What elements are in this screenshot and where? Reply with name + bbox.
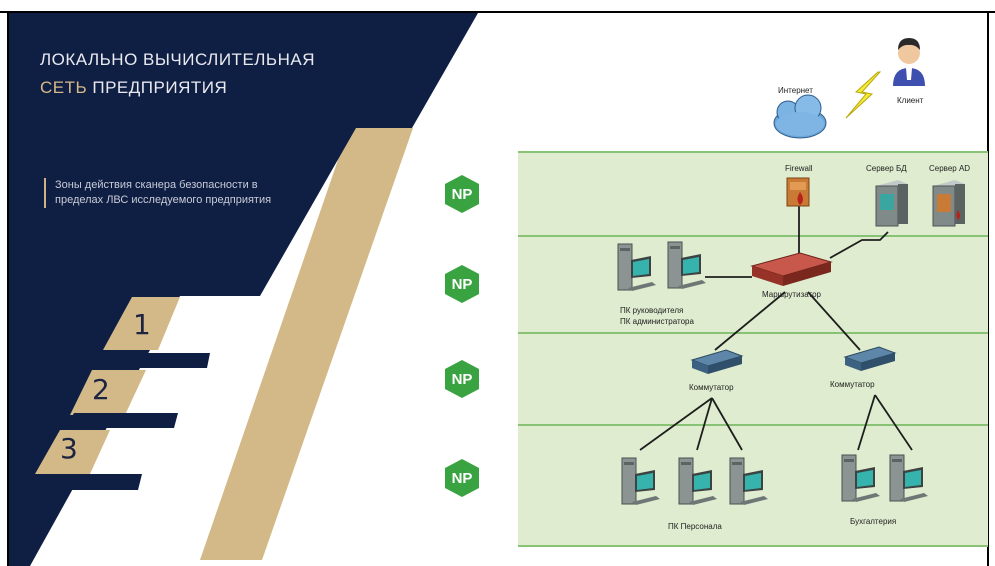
np-badge-zone-2: NP (442, 264, 482, 304)
label-router: Маршрутизатор (762, 290, 821, 299)
step-3-underline (30, 474, 142, 490)
title-line2-rest: ПРЕДПРИЯТИЯ (87, 78, 228, 97)
step-2-underline (66, 413, 178, 428)
computer-icon (889, 454, 928, 502)
description-panel (9, 128, 356, 296)
computer-icon (729, 457, 768, 505)
page-title-line2: СЕТЬ ПРЕДПРИЯТИЯ (40, 78, 227, 98)
step-number-2: 2 (92, 373, 110, 406)
label-firewall: Firewall (785, 164, 813, 173)
np-badge-zone-1: NP (442, 174, 482, 214)
step-number-3: 3 (60, 432, 78, 465)
server-icon (932, 180, 965, 227)
label-server-db: Сервер БД (866, 164, 907, 173)
cloud-icon (773, 94, 827, 139)
np-badge-label: NP (451, 370, 473, 388)
computer-icon (667, 241, 706, 289)
user-icon (893, 38, 925, 86)
firewall-icon (786, 177, 810, 207)
switch-icon (690, 349, 744, 374)
step-1-underline (101, 353, 210, 368)
computer-group (617, 241, 928, 505)
description-text: Зоны действия сканера безопасности в пре… (44, 178, 275, 208)
computer-icon (678, 457, 717, 505)
np-badge-label: NP (451, 185, 473, 203)
label-switch-right: Коммутатор (830, 380, 875, 389)
step-3-tab (35, 430, 110, 474)
label-pc-management: ПК руководителя (620, 306, 684, 315)
title-accent-word: СЕТЬ (40, 78, 88, 97)
label-pc-admin: ПК администратора (620, 317, 694, 326)
computer-icon (841, 454, 880, 502)
np-badge-zone-4: NP (442, 458, 482, 498)
lightning-icon (845, 71, 882, 119)
step-1-tab (103, 297, 180, 350)
step-number-1: 1 (133, 308, 151, 341)
network-links (639, 205, 913, 451)
router-icon (750, 252, 833, 286)
gold-diagonal (200, 128, 413, 560)
np-badge-zone-3: NP (442, 359, 482, 399)
np-badge-label: NP (451, 275, 473, 293)
label-pc-staff: ПК Персонала (668, 522, 722, 531)
step-2-tab (70, 370, 146, 415)
label-internet: Интернет (778, 86, 813, 95)
label-accounting: Бухгалтерия (850, 517, 897, 526)
title-band (9, 13, 478, 128)
label-server-ad: Сервер AD (929, 164, 971, 173)
computer-icon (617, 243, 656, 291)
np-hexagon-icon (445, 459, 479, 497)
server-icon (875, 180, 908, 227)
computer-icon (621, 457, 660, 505)
page-title-line1: ЛОКАЛЬНО ВЫЧИСЛИТЕЛЬНАЯ (40, 50, 315, 69)
np-hexagon-icon (445, 360, 479, 398)
np-hexagon-icon (445, 175, 479, 213)
np-hexagon-icon (445, 265, 479, 303)
np-badge-label: NP (451, 469, 473, 487)
label-switch-left: Коммутатор (689, 383, 734, 392)
switch-icon (843, 346, 897, 371)
label-client: Клиент (897, 96, 924, 105)
